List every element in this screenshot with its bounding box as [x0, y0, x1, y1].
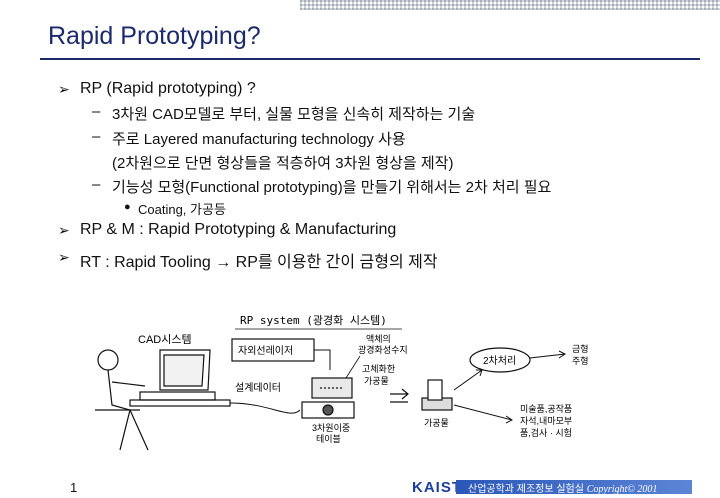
cad-workstation: [129, 349, 231, 407]
diagram-caption: RP system (광경화 시스템): [240, 314, 387, 327]
operator-figure: [95, 349, 149, 451]
decorative-top-pattern: [300, 0, 720, 10]
footer-copyright: Copyright© 2001: [586, 484, 658, 495]
table-label-1: 3차원이중: [312, 422, 350, 433]
table-label-2: 테이블: [316, 434, 341, 444]
cad-label: CAD시스템: [138, 333, 192, 346]
design-data-label: 설계데이터: [235, 382, 281, 394]
bullet-layered-mfg: 주로 Layered manufacturing technology 사용: [112, 131, 406, 148]
bullet-coating: Coating, 가공등: [138, 202, 226, 217]
dash-bullet-icon: –: [92, 176, 101, 193]
arrow-icon: [529, 350, 566, 359]
uses-label-3: 품,검사 · 시험: [520, 427, 572, 438]
bullet-rapid-tooling: RT : Rapid Tooling → RP를 이용한 간이 금형의 제작: [80, 254, 438, 271]
page-number: 1: [70, 480, 78, 495]
laser-label: 자외선레이저: [238, 345, 293, 357]
processed-part: [421, 379, 453, 411]
resin-vat: [301, 377, 355, 419]
data-cable: [229, 402, 301, 414]
bullet-rpm: RP & M : Rapid Prototyping & Manufacturi…: [80, 221, 397, 238]
resin-label-1: 액체의: [366, 333, 391, 344]
uses-label-1: 미술품,공작품: [520, 404, 572, 414]
footer-text: 산업공학과 제조정보 실험실 Copyright© 2001: [468, 480, 657, 495]
dot-bullet-icon: ●: [124, 201, 131, 213]
kaist-logo: KAIST: [412, 479, 462, 496]
title-underline: [40, 58, 700, 60]
rp-system-diagram: RP system (광경화 시스템) CAD시스템 설계데이터 자외선레이저 …: [95, 314, 589, 451]
mold-label-1: 금형: [572, 344, 589, 354]
footer-org: 산업공학과 제조정보 실험실: [468, 484, 584, 495]
part-label: 가공물: [424, 418, 449, 428]
solidified-label-2: 가공물: [364, 376, 389, 386]
slide-title: Rapid Prototyping?: [48, 22, 261, 50]
dash-bullet-icon: –: [92, 128, 101, 145]
solidified-label-1: 고체화한: [362, 364, 395, 374]
resin-label-2: 광경화성수지: [358, 344, 408, 355]
arrow-icon: [453, 369, 483, 391]
arrow-bullet-icon: ➢: [58, 249, 70, 265]
uses-label-2: 자석,내마모부: [520, 416, 572, 426]
bullet-3d-cad: 3차원 CAD모델로 부터, 실물 모형을 신속히 제작하는 기술: [112, 106, 476, 123]
arrow-icon: [453, 404, 513, 424]
arrow-bullet-icon: ➢: [58, 222, 70, 238]
footer-band: [456, 480, 692, 494]
mold-label-2: 주형: [572, 356, 589, 366]
secondary-process-ellipse: [469, 347, 531, 373]
secondary-label: 2차처리: [483, 355, 516, 367]
process-arrow-icon: [390, 388, 409, 400]
bullet-layered-note: (2차원으로 단면 형상들을 적층하여 3차원 형상을 제작): [112, 155, 454, 172]
laser-path: [314, 349, 331, 370]
bullet-rp-definition: RP (Rapid prototyping) ?: [80, 80, 256, 97]
dash-bullet-icon: –: [92, 103, 101, 120]
arrow-bullet-icon: ➢: [58, 81, 70, 97]
bullet-functional-prototype: 기능성 모형(Functional prototyping)을 만들기 위해서는…: [112, 179, 552, 196]
